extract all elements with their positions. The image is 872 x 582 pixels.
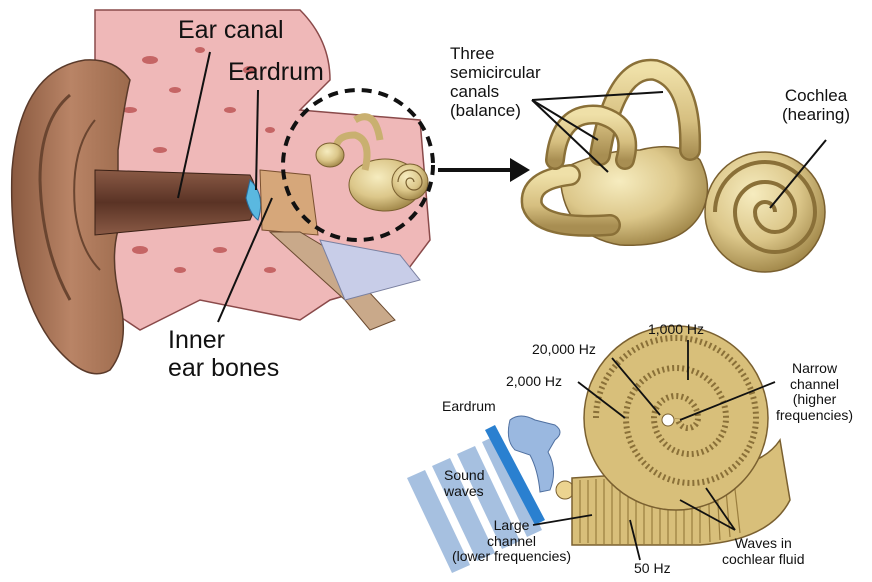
inner-ear-bones-label: Inner ear bones <box>168 326 279 382</box>
middle-ear-cavity <box>260 170 318 235</box>
hz-20000-label: 20,000 Hz <box>532 342 596 358</box>
eardrum-label: Eardrum <box>228 58 324 86</box>
large-channel-label: Large channel (lower frequencies) <box>452 518 571 565</box>
narrow-channel-label: Narrow channel (higher frequencies) <box>776 361 853 424</box>
cochlea-eardrum-label: Eardrum <box>442 399 496 415</box>
outer-ear-illustration <box>12 10 433 374</box>
hz-2000-label: 2,000 Hz <box>506 374 562 390</box>
zoom-arrow <box>438 158 530 182</box>
sound-waves-label: Sound waves <box>444 468 484 499</box>
cochlea-label: Cochlea (hearing) <box>782 86 850 124</box>
hz-1000-label: 1,000 Hz <box>648 322 704 338</box>
inner-ear-illustration <box>532 70 825 272</box>
semicircular-canals-label: Three semicircular canals (balance) <box>450 44 541 120</box>
ear-canal-label: Ear canal <box>178 16 284 44</box>
waves-in-fluid-label: Waves in cochlear fluid <box>722 536 805 567</box>
cochlea-coil <box>584 326 768 510</box>
hz-50-label: 50 Hz <box>634 561 671 577</box>
